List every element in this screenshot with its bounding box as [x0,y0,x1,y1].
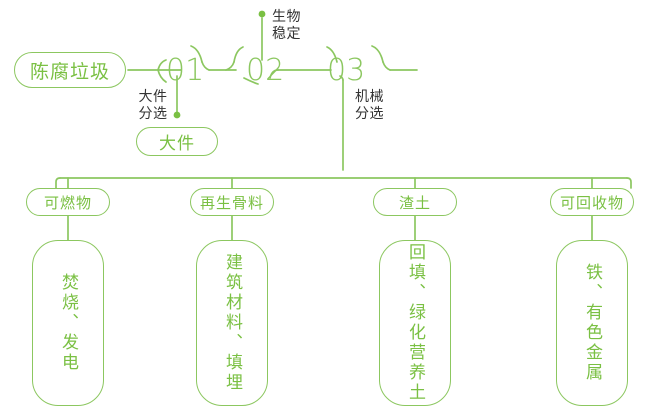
arc-03-left-top [326,46,338,63]
category-pill-4-label: 可回收物 [559,194,624,212]
bus-left-end [55,177,61,189]
category-pill-2[interactable]: 再生骨料 [190,188,274,216]
dot-bio-note [258,10,266,18]
bus-right-end [626,177,632,189]
output-pill-bulky[interactable]: 大件 [136,127,218,156]
treatment-box-3-label: 回填、绿化营养土 [406,243,425,403]
arc-01-right-join [201,61,210,71]
arc-02-right-join [269,69,279,79]
source-node-label: 陈腐垃圾 [29,61,110,83]
category-pill-1[interactable]: 可燃物 [26,188,110,216]
stage-note-02-line1: 生物 [272,8,301,24]
output-pill-bulky-label: 大件 [159,134,195,153]
dot-bulky-branch [173,111,181,119]
category-pill-3[interactable]: 渣土 [373,188,457,216]
treatment-box-3[interactable]: 回填、绿化营养土 [379,240,451,406]
arc-01-left-top [157,59,167,71]
stage-note-01: 大件 分选 [131,88,175,122]
treatment-box-1-label: 焚烧、发电 [59,273,78,373]
arc-02-left-top [233,46,244,63]
stage-note-01-line2: 分选 [138,105,168,121]
arc-03-right-join [382,61,391,71]
stage-note-03-line2: 分选 [355,105,384,121]
category-pill-3-label: 渣土 [398,194,431,212]
category-pill-1-label: 可燃物 [43,194,92,212]
stage-number-02[interactable]: 02 [246,53,285,88]
stage-note-01-line1: 大件 [138,88,168,104]
treatment-box-4-label: 铁、有色金属 [583,263,602,383]
stage-number-01[interactable]: 01 [166,53,205,88]
stage-number-03[interactable]: 03 [327,53,366,88]
arc-02-left-lower [243,77,259,85]
stage-note-02-line2: 稳定 [272,25,301,41]
source-node-pill[interactable]: 陈腐垃圾 [14,52,126,88]
category-pill-4[interactable]: 可回收物 [550,188,634,216]
treatment-box-4[interactable]: 铁、有色金属 [556,240,628,406]
arc-02-left-join [225,61,235,71]
arc-01-left-bottom [157,69,167,83]
category-pill-2-label: 再生骨料 [199,194,264,212]
stage-note-02: 生物 稳定 [272,8,316,42]
stage-note-03: 机械 分选 [355,88,399,122]
stage-note-03-line1: 机械 [355,88,384,104]
treatment-box-1[interactable]: 焚烧、发电 [32,240,104,406]
treatment-box-2[interactable]: 建筑材料、填埋 [196,240,268,406]
arc-01-right-top [190,45,203,63]
arc-03-right-top [371,45,384,63]
treatment-box-2-label: 建筑材料、填埋 [223,253,242,393]
